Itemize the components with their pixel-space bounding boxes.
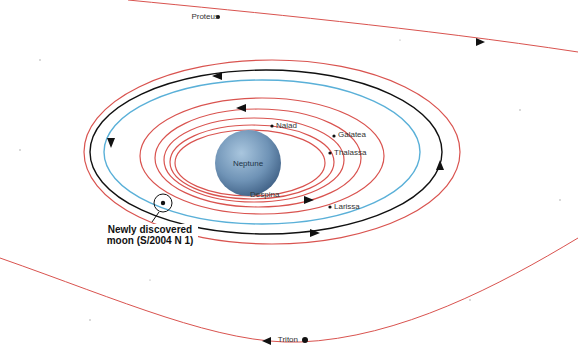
moon-label: Triton: [278, 336, 298, 344]
moon-label: Larissa: [334, 203, 360, 211]
moon-label: Thalassa: [334, 149, 366, 157]
moon-label: Galatea: [338, 131, 366, 139]
callout-label: Newly discovered moon (S/2004 N 1): [102, 224, 198, 246]
orbit-arrow: [262, 337, 271, 345]
moon-label: Despina: [250, 191, 279, 199]
orbit-arrow: [476, 38, 485, 46]
highlight-ring: [154, 194, 172, 212]
moon-label: Proteus: [191, 13, 219, 21]
moon-dot: [161, 124, 336, 208]
planet-name: Neptune: [233, 159, 263, 168]
moon-orbits: [84, 60, 460, 244]
planet-shading: [215, 130, 281, 196]
triton-orbit: [128, 0, 578, 52]
star-field: [19, 39, 560, 320]
orbit-arrow: [107, 72, 444, 237]
triton-orbit: [0, 238, 578, 342]
planet-circle: Neptune: [215, 130, 281, 196]
triton-moon: [302, 337, 308, 343]
moon-label: Naiad: [276, 122, 297, 130]
leader-line: [152, 212, 159, 222]
